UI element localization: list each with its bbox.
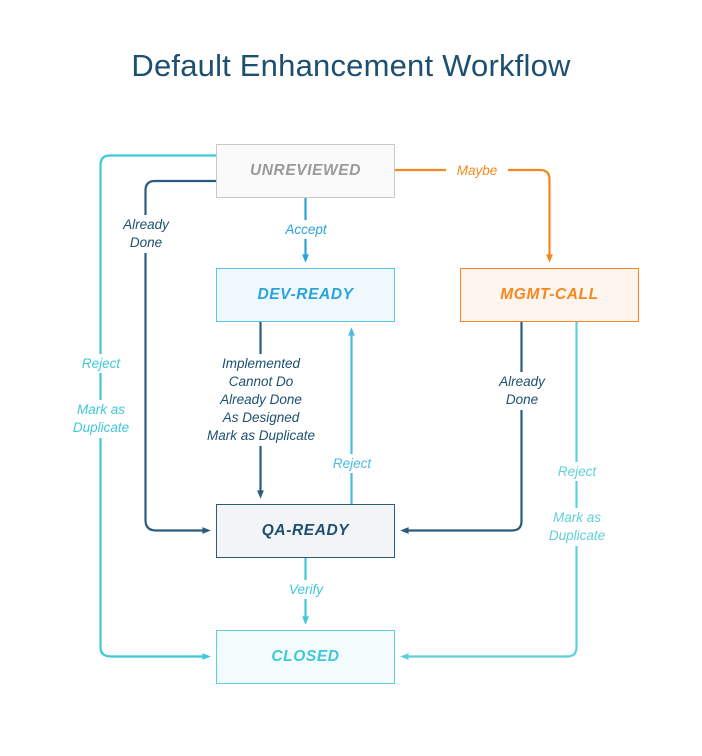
node-mgmt-call-label: MGMT-CALL xyxy=(500,286,599,303)
node-qa-ready-label: QA-READY xyxy=(261,522,350,539)
edge-label-reject-right: Reject xyxy=(547,462,607,481)
node-closed[interactable]: CLOSED xyxy=(216,630,395,684)
edge-label-reject-left: Reject xyxy=(71,354,131,373)
edge-label-dev-to-qa: Implemented Cannot Do Already Done As De… xyxy=(186,354,336,446)
edge-label-already-done-left: Already Done xyxy=(110,215,182,253)
page-title: Default Enhancement Workflow xyxy=(131,48,571,83)
node-dev-ready[interactable]: DEV-READY xyxy=(216,268,395,322)
node-unreviewed[interactable]: UNREVIEWED xyxy=(216,144,395,198)
node-qa-ready[interactable]: QA-READY xyxy=(216,504,395,558)
node-unreviewed-label: UNREVIEWED xyxy=(249,162,362,179)
edge-label-reject-center: Reject xyxy=(322,454,382,473)
edge-label-maybe: Maybe xyxy=(446,161,508,180)
node-dev-ready-label: DEV-READY xyxy=(257,286,354,303)
edge-label-accept: Accept xyxy=(272,220,340,239)
node-closed-label: CLOSED xyxy=(271,648,340,665)
edge-mgmt-closed-line xyxy=(400,322,578,660)
edge-label-mark-duplicate-right: Mark as Duplicate xyxy=(538,508,616,546)
edge-label-verify: Verify xyxy=(275,580,337,599)
edge-label-mark-duplicate-left: Mark as Duplicate xyxy=(62,400,140,438)
edge-maybe-line xyxy=(395,168,553,263)
edge-mgmt-already-done-line xyxy=(400,322,523,534)
edge-label-already-done-right: Already Done xyxy=(486,372,558,410)
node-mgmt-call[interactable]: MGMT-CALL xyxy=(460,268,639,322)
edge-unreviewed-already-done-line xyxy=(144,179,216,534)
